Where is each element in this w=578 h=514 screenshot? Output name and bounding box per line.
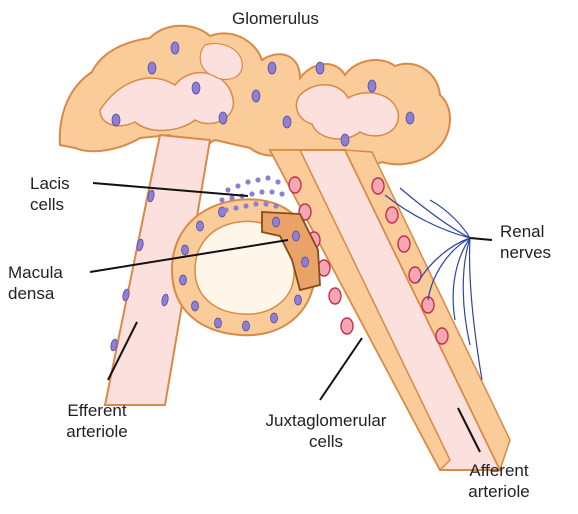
label-juxtaglomerular-cells: Juxtaglomerular cells xyxy=(236,410,416,452)
label-lacis-line1: Lacis xyxy=(30,173,70,194)
label-efferent-arteriole: Efferent arteriole xyxy=(45,400,149,442)
label-efferent-line2: arteriole xyxy=(45,421,149,442)
leader-line-renal xyxy=(470,238,492,240)
label-lacis-line2: cells xyxy=(30,194,70,215)
glomerulus-tuft xyxy=(60,26,450,167)
label-lacis-cells: Lacis cells xyxy=(30,173,70,215)
label-afferent-arteriole: Afferent arteriole xyxy=(444,460,554,502)
label-juxta-line1: Juxtaglomerular xyxy=(236,410,416,431)
leader-line-juxta xyxy=(320,338,362,400)
label-afferent-line2: arteriole xyxy=(444,481,554,502)
label-efferent-line1: Efferent xyxy=(45,400,149,421)
label-afferent-line1: Afferent xyxy=(444,460,554,481)
label-renal-line2: nerves xyxy=(500,242,551,263)
label-macula-densa: Macula densa xyxy=(8,262,63,304)
distal-tubule-loop xyxy=(172,199,320,335)
label-glomerulus: Glomerulus xyxy=(232,8,319,29)
label-macula-line2: densa xyxy=(8,283,63,304)
label-macula-line1: Macula xyxy=(8,262,63,283)
label-renal-nerves: Renal nerves xyxy=(500,221,551,263)
label-juxta-line2: cells xyxy=(236,431,416,452)
label-renal-line1: Renal xyxy=(500,221,551,242)
